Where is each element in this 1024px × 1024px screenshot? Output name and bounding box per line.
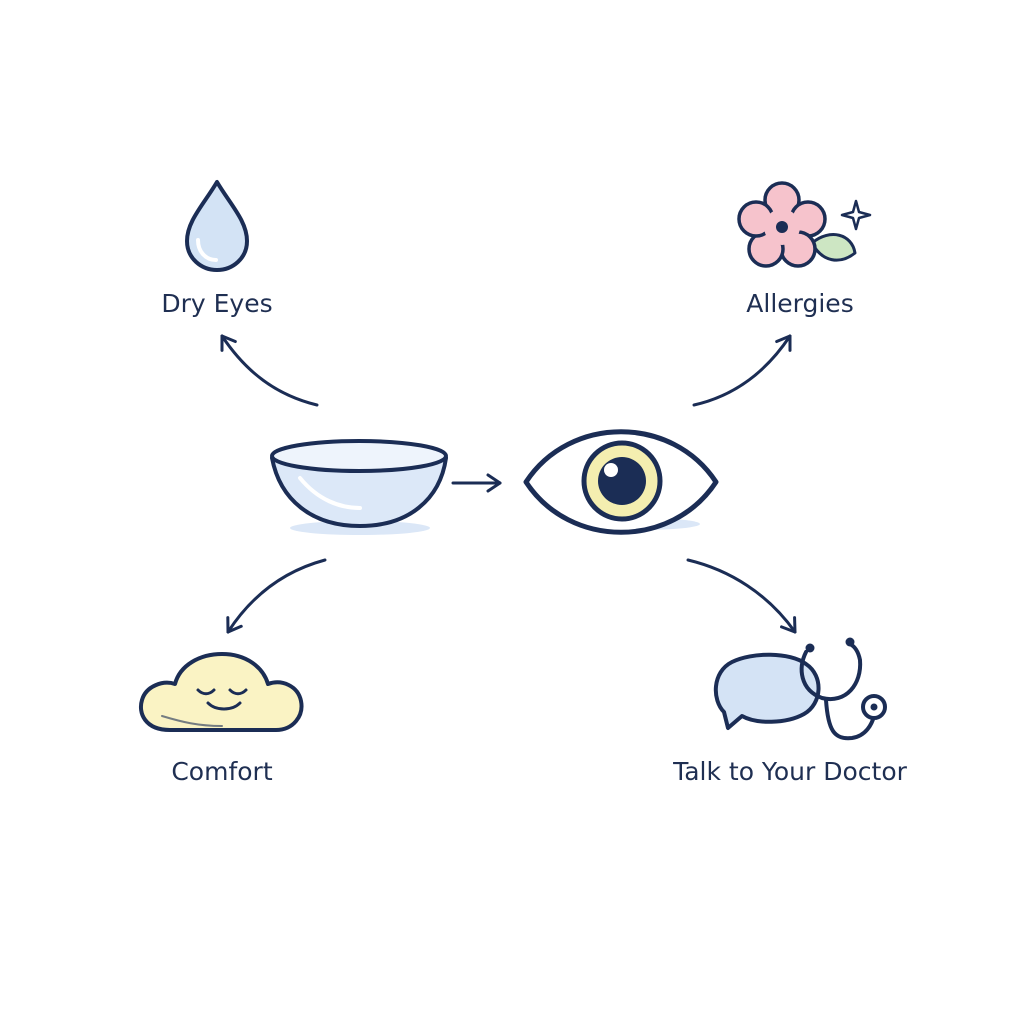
node-doctor: Talk to Your Doctor bbox=[672, 637, 908, 786]
speech-bubble-stethoscope-icon bbox=[713, 637, 887, 741]
node-allergies: Allergies bbox=[737, 181, 872, 318]
doctor-label: Talk to Your Doctor bbox=[672, 757, 908, 786]
arrow-to-dry-eyes bbox=[220, 334, 319, 407]
smiling-cloud-icon bbox=[139, 652, 304, 732]
sparkle-icon bbox=[840, 199, 872, 231]
comfort-label: Comfort bbox=[171, 757, 272, 786]
arrow-to-doctor bbox=[686, 558, 797, 634]
arrow-to-allergies bbox=[692, 334, 792, 407]
eye-icon bbox=[523, 429, 719, 535]
arrow-to-comfort bbox=[226, 558, 327, 634]
flower-icon bbox=[737, 181, 872, 268]
node-dry-eyes: Dry Eyes bbox=[161, 180, 273, 318]
dry-eyes-label: Dry Eyes bbox=[161, 289, 272, 318]
contact-lens-icon bbox=[270, 439, 448, 535]
stethoscope-icon bbox=[799, 637, 887, 741]
water-drop-icon bbox=[185, 180, 249, 272]
allergies-label: Allergies bbox=[746, 289, 853, 318]
node-comfort: Comfort bbox=[139, 652, 304, 786]
